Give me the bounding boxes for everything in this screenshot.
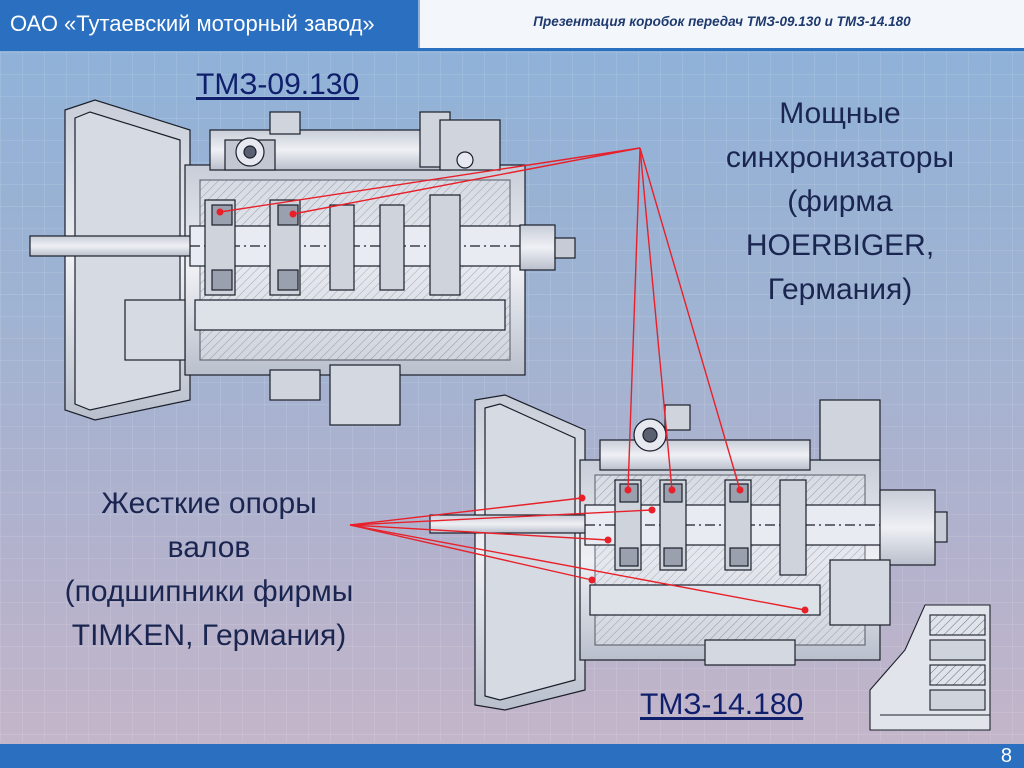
bearings-line-1: Жесткие опоры — [101, 487, 317, 520]
company-name: ОАО «Тутаевский моторный завод» — [10, 11, 375, 36]
model-label-bottom: ТМЗ-14.180 — [640, 688, 804, 721]
bottom-gearbox-drawing — [429, 394, 948, 711]
bearings-caption: Жесткие опоры валов (подшипники фирмы TI… — [14, 482, 404, 658]
top-gearbox-drawing — [29, 99, 576, 426]
company-banner: ОАО «Тутаевский моторный завод» — [0, 0, 418, 48]
synchronizers-line-2: синхронизаторы — [725, 141, 955, 174]
subtitle-banner: Презентация коробок передач ТМЗ-09.130 и… — [420, 0, 1024, 48]
footer-bar: 8 — [0, 744, 1024, 768]
synchronizers-line-1: Мощные — [779, 97, 901, 130]
model-label-top: ТМЗ-09.130 — [196, 68, 360, 101]
synchronizers-line-3: (фирма — [787, 185, 893, 218]
synchronizers-line-4: HOERBIGER, — [745, 229, 935, 262]
pointer-lines — [219, 147, 806, 611]
pointer-arrowheads — [216, 208, 809, 614]
header-divider — [0, 48, 1024, 51]
presentation-subtitle: Презентация коробок передач ТМЗ-09.130 и… — [533, 14, 911, 29]
bearings-line-3: (подшипники фирмы — [64, 575, 354, 608]
synchronizers-caption: Мощные синхронизаторы (фирма HOERBIGER, … — [690, 92, 990, 312]
bearings-line-2: валов — [167, 531, 251, 564]
detail-section-drawing — [869, 604, 991, 731]
bearings-line-4: TIMKEN, Германия) — [71, 619, 347, 652]
synchronizers-line-5: Германия) — [767, 273, 913, 306]
page-number: 8 — [1000, 745, 1012, 767]
